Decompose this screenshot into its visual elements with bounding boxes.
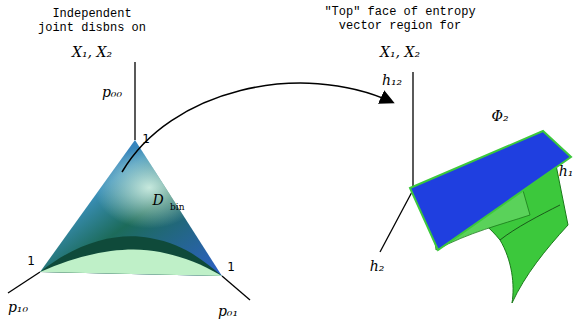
vertex-value: 1 [142, 133, 150, 147]
axis-label: h₁₂ [382, 72, 402, 88]
axis-label: p₀₀ [102, 84, 122, 100]
region-subscript: bin [170, 202, 184, 212]
variable-label: X₁, X₂ [72, 44, 112, 60]
heading-text: Independent joint disbns on [34, 8, 150, 36]
variable-label: X₁, X₂ [380, 44, 420, 60]
axis-label: h₁ [559, 163, 574, 179]
region-label: D [152, 192, 163, 208]
heading-text: "Top" face of entropy vector region for [318, 6, 483, 34]
axis-label: p₁₀ [8, 299, 28, 315]
vertex-value: 1 [227, 261, 235, 275]
vertex-value: 1 [27, 255, 35, 269]
surface-label: Φ₂ [491, 108, 508, 124]
axis-label: h₂ [370, 258, 385, 274]
axis-label: p₀₁ [218, 303, 238, 319]
